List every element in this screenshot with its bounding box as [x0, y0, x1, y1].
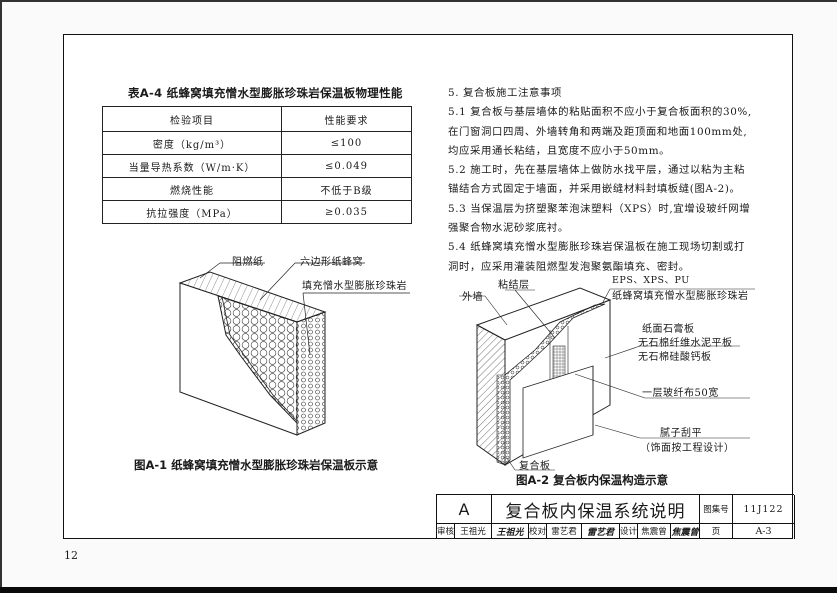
label-fiberglass: 一层玻纤布50宽 [642, 388, 719, 399]
table-cell: ≤0.049 [281, 154, 412, 178]
label-composite: 复合板 [519, 461, 551, 472]
check-label: 校对 [529, 523, 547, 539]
table-header: 检验项目 [102, 106, 282, 132]
title-block-row: A 复合板内保温系统说明 图集号 11J122 [437, 495, 795, 524]
checker-name: 雷艺君 [547, 523, 582, 539]
table-cell: 密度（kg/m³） [102, 131, 282, 155]
table-row: 当量导热系数（W/m·K） ≤0.049 [102, 154, 412, 178]
page-label: 页 [700, 523, 733, 539]
table-cell: 燃烧性能 [102, 177, 282, 201]
notes-line: 强聚合物水泥砂浆底衬。 [448, 222, 569, 235]
label-adhesive: 粘结层 [498, 280, 530, 291]
design-label: 设计 [620, 523, 638, 539]
sheet-page-number: A-3 [733, 523, 795, 539]
page-edge [0, 0, 837, 2]
table-cell: ≤100 [281, 131, 412, 155]
figure-a1-drawing [178, 262, 410, 436]
review-label: 审核 [437, 523, 455, 539]
table-title: 表A-4 纸蜂窝填充憎水型膨胀珍珠岩保温板物理性能 [128, 86, 403, 100]
figure-a2-drawing [459, 287, 755, 471]
section-code: A [437, 495, 492, 523]
title-block: A 复合板内保温系统说明 图集号 11J122 审核 王祖光 王祖光 校对 雷艺… [436, 494, 795, 539]
notes-line: 5.4 纸蜂窝填充憎水型膨胀珍珠岩保温板在施工现场切割或打 [448, 241, 745, 254]
checker-signature: 雷艺君 [582, 523, 620, 539]
table-cell: 不低于B级 [281, 177, 412, 201]
designer-name: 焦震曾 [638, 523, 671, 539]
table-header-row: 检验项目 性能要求 [102, 106, 412, 132]
page-edge [0, 0, 2, 593]
table-row: 抗拉强度（MPa） ≥0.035 [102, 200, 412, 224]
designer-signature: 焦震曾 [671, 523, 700, 539]
label-board-2: 无石棉纤维水泥平板 [638, 338, 733, 349]
label-fire-paper: 阻燃纸 [232, 257, 264, 268]
notes-line: 5.3 当保温层为挤塑聚苯泡沫塑料（XPS）时,宜增设玻纤网增 [448, 202, 751, 215]
title-block-row: 审核 王祖光 王祖光 校对 雷艺君 雷艺君 设计 焦震曾 焦震曾 页 A-3 [437, 523, 795, 539]
notes-line: 在门窗洞口四周、外墙转角和两端及距顶面和地面100mm处, [448, 125, 748, 138]
atlas-number: 11J122 [733, 495, 795, 523]
atlas-label: 图集号 [700, 495, 733, 523]
label-filler: 填充憎水型膨胀珍珠岩 [302, 281, 407, 292]
label-outer-wall: 外墙 [462, 292, 483, 303]
construction-notes: 5. 复合板施工注意事项 5.1 复合板与基层墙体的粘贴面积不应小于复合板面积的… [448, 84, 783, 277]
table-row: 密度（kg/m³） ≤100 [102, 131, 412, 155]
table-header: 性能要求 [281, 106, 412, 132]
table-cell: ≥0.035 [281, 200, 412, 224]
notes-line: 5.1 复合板与基层墙体的粘贴面积不应小于复合板面积的30%, [448, 106, 752, 119]
label-board-3: 无石棉硅酸钙板 [638, 352, 712, 363]
label-board-1: 纸面石膏板 [642, 324, 695, 335]
page-number: 12 [64, 549, 78, 562]
label-insulation-honeycomb: 纸蜂窝填充憎水型膨胀珍珠岩 [612, 291, 749, 302]
page-edge [0, 587, 837, 593]
table-cell: 抗拉强度（MPa） [102, 200, 282, 224]
notes-line: 锚结合方式固定于墙面，并采用嵌缝材料封填板缝(图A-2)。 [448, 183, 741, 196]
reviewer-signature: 王祖光 [492, 523, 529, 539]
properties-table: 检验项目 性能要求 密度（kg/m³） ≤100 当量导热系数（W/m·K） ≤… [102, 106, 412, 224]
label-finish: （饰面按工程设计） [640, 443, 735, 454]
notes-heading: 5. 复合板施工注意事项 [448, 87, 562, 99]
sheet-title: 复合板内保温系统说明 [492, 495, 700, 523]
label-honeycomb: 六边形纸蜂窝 [300, 257, 363, 268]
table-row: 燃烧性能 不低于B级 [102, 177, 412, 201]
table-cell: 当量导热系数（W/m·K） [102, 154, 282, 178]
figure-a1-caption: 图A-1 纸蜂窝填充憎水型膨胀珍珠岩保温板示意 [134, 458, 379, 472]
reviewer-name: 王祖光 [455, 523, 492, 539]
figure-a2-caption: 图A-2 复合板内保温构造示意 [516, 473, 669, 487]
label-insulation-types: EPS、XPS、PU [612, 275, 690, 286]
notes-line: 洞时，应采用灌装阻燃型发泡聚氨酯填充、密封。 [448, 260, 690, 273]
label-putty: 腻子刮平 [660, 428, 702, 439]
notes-line: 均应采用通长粘结，且宽度不应小于50mm。 [448, 144, 671, 157]
notes-line: 5.2 施工时，先在基层墙体上做防水找平层，通过以粘为主粘 [448, 164, 745, 177]
